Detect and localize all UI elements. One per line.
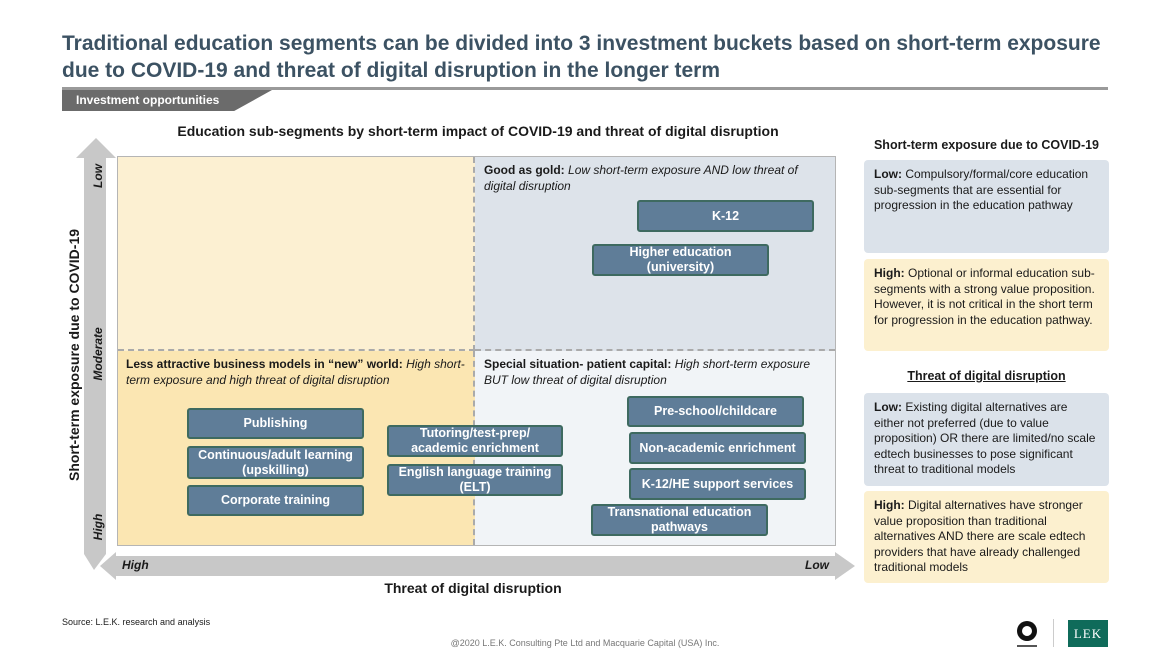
segment-continuous-learning: Continuous/adult learning (upskilling)	[187, 446, 364, 479]
page-title: Traditional education segments can be di…	[62, 32, 1101, 82]
box-label: Low:	[874, 167, 902, 181]
quadrant-top-right-text: Good as gold: Low short-term exposure AN…	[484, 162, 829, 194]
box-label: Low:	[874, 400, 902, 414]
digital-low-box: Low: Existing digital alternatives are e…	[864, 393, 1109, 486]
segment-non-academic-enrichment: Non-academic enrichment	[629, 432, 806, 464]
segment-preschool: Pre-school/childcare	[627, 396, 804, 427]
x-axis-arrow-icon	[100, 552, 855, 580]
box-label: High:	[874, 498, 905, 512]
segment-publishing: Publishing	[187, 408, 364, 439]
box-text: Digital alternatives have stronger value…	[874, 498, 1086, 574]
y-axis-arrow-icon	[76, 138, 116, 570]
quadrant-desc: High short-term exposure BUT low threat …	[484, 357, 811, 387]
chart-title: Education sub-segments by short-term imp…	[177, 123, 779, 139]
quadrant-bottom-right-text: Special situation- patient capital: High…	[484, 356, 829, 388]
quadrant-label: Less attractive business models in “new”…	[126, 357, 403, 371]
x-tick-high: High	[122, 558, 149, 572]
covid-exposure-title: Short-term exposure due to COVID-19	[873, 138, 1100, 152]
logo-divider	[1053, 619, 1054, 647]
quadrant-desc: Low short-term exposure AND low threat o…	[484, 163, 798, 193]
digital-high-box: High: Digital alternatives have stronger…	[864, 491, 1109, 583]
box-text: Existing digital alternatives are either…	[874, 400, 1096, 476]
box-text: Compulsory/formal/core education sub-seg…	[874, 167, 1089, 212]
box-label: High:	[874, 266, 905, 280]
section-divider	[62, 87, 1108, 90]
x-axis-title: Threat of digital disruption	[384, 580, 562, 596]
segment-k12-he-support: K-12/HE support services	[629, 468, 806, 500]
segment-higher-education: Higher education (university)	[592, 244, 769, 276]
quadrant-bottom-left-text: Less attractive business models in “new”…	[126, 356, 471, 388]
section-tab: Investment opportunities	[62, 90, 272, 111]
segment-k12: K-12	[637, 200, 814, 232]
x-tick-low: Low	[805, 558, 829, 572]
covid-low-box: Low: Compulsory/formal/core education su…	[864, 160, 1109, 253]
segment-transnational-pathways: Transnational education pathways	[591, 504, 768, 536]
covid-high-box: High: Optional or informal education sub…	[864, 259, 1109, 351]
segment-tutoring: Tutoring/test-prep/ academic enrichment	[387, 425, 563, 457]
source-note: Source: L.E.K. research and analysis	[62, 617, 211, 627]
lek-logo-icon: LEK	[1068, 620, 1108, 647]
segment-corporate-training: Corporate training	[187, 485, 364, 516]
quadrant-top-left	[118, 157, 475, 351]
quadrant-label: Good as gold:	[484, 163, 565, 177]
quadrant-label: Special situation- patient capital:	[484, 357, 672, 371]
macquarie-logo-icon	[1017, 621, 1037, 647]
copyright: @2020 L.E.K. Consulting Pte Ltd and Macq…	[450, 638, 720, 648]
digital-disruption-title: Threat of digital disruption	[907, 369, 1066, 383]
segment-english-language-training: English language training (ELT)	[387, 464, 563, 496]
box-text: Optional or informal education sub-segme…	[874, 266, 1095, 327]
quadrant-desc: High short-term exposure and high threat…	[126, 357, 465, 387]
